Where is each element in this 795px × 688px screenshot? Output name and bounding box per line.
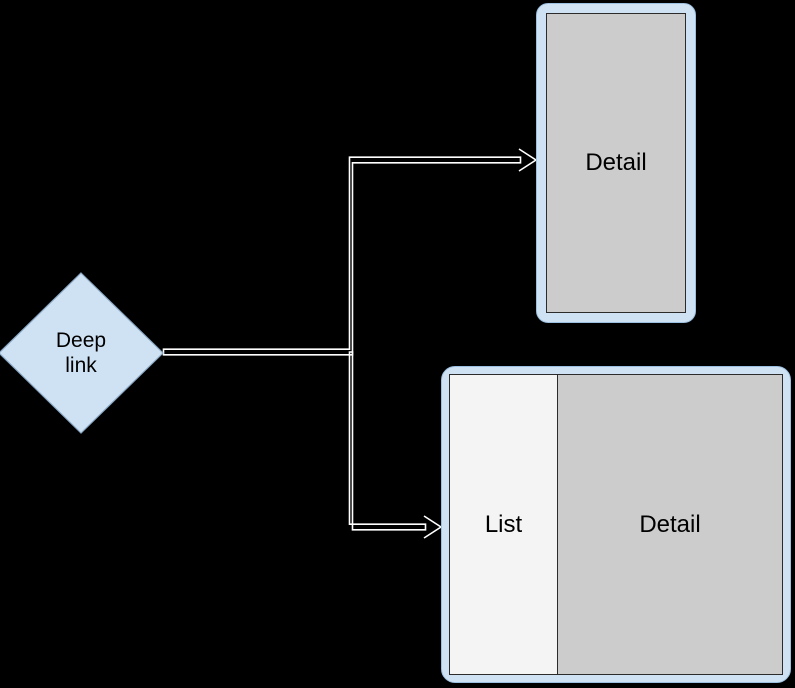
detail-phone-pane-detail[interactable]: Detail [547,14,685,312]
connector-deep-link-to-list-detail [348,351,443,539]
connector-deep-link-to-detail [162,148,538,356]
detail-phone-screen: Detail [546,13,686,313]
list-detail-tablet-pane-detail[interactable]: Detail [558,375,782,674]
list-detail-tablet-screen: List Detail [449,374,783,675]
device-list-detail-tablet[interactable]: List Detail [441,366,791,683]
node-deep-link[interactable]: Deep link [0,272,164,434]
device-detail-phone[interactable]: Detail [536,3,696,323]
diamond-shape [0,272,164,434]
list-detail-tablet-pane-list[interactable]: List [450,375,558,674]
